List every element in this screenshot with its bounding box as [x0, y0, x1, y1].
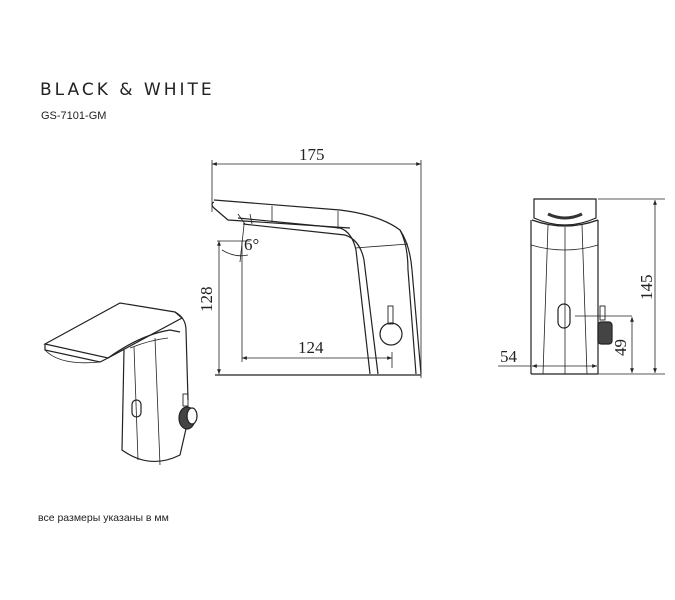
front-view: 145 49 54: [498, 198, 665, 375]
dim-128: 128: [197, 287, 216, 313]
units-note: все размеры указаны в мм: [38, 512, 169, 524]
brand-logo: BLACK & WHITE: [40, 80, 215, 100]
dim-124: 124: [298, 338, 324, 357]
model-number: GS-7101-GM: [41, 110, 107, 122]
dim-54: 54: [500, 347, 518, 366]
dim-49: 49: [611, 339, 630, 356]
dim-angle: 6°: [244, 235, 259, 254]
isometric-view: [43, 302, 198, 466]
dim-175: 175: [299, 145, 325, 164]
dim-145: 145: [637, 275, 656, 301]
side-view: 128 6° 175 124: [197, 145, 422, 378]
